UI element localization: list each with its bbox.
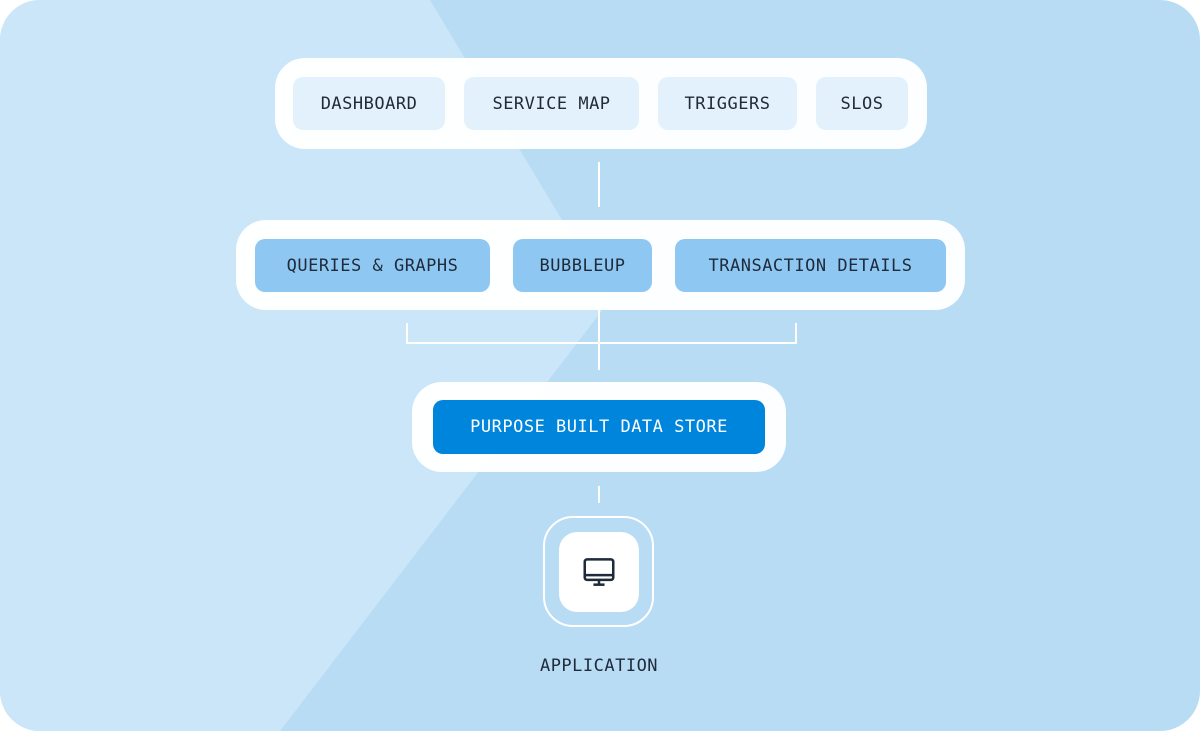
bracket-horizontal — [406, 342, 797, 344]
application-node — [559, 532, 639, 612]
application-frame — [543, 516, 654, 627]
queries-graphs-node: QUERIES & GRAPHS — [255, 239, 490, 292]
application-label: APPLICATION — [539, 656, 659, 676]
monitor-icon — [583, 558, 615, 586]
service-map-node: SERVICE MAP — [464, 77, 639, 130]
bracket-left — [406, 323, 408, 344]
connector-line — [598, 486, 600, 503]
connector-line — [598, 162, 600, 207]
triggers-node: TRIGGERS — [658, 77, 797, 130]
connector-line — [598, 310, 600, 370]
bracket-right — [795, 323, 797, 344]
slos-node: SLOS — [816, 77, 908, 130]
bubbleup-node: BUBBLEUP — [513, 239, 652, 292]
data-store-node: PURPOSE BUILT DATA STORE — [433, 400, 765, 454]
dashboard-node: DASHBOARD — [293, 77, 445, 130]
transaction-details-node: TRANSACTION DETAILS — [675, 239, 946, 292]
